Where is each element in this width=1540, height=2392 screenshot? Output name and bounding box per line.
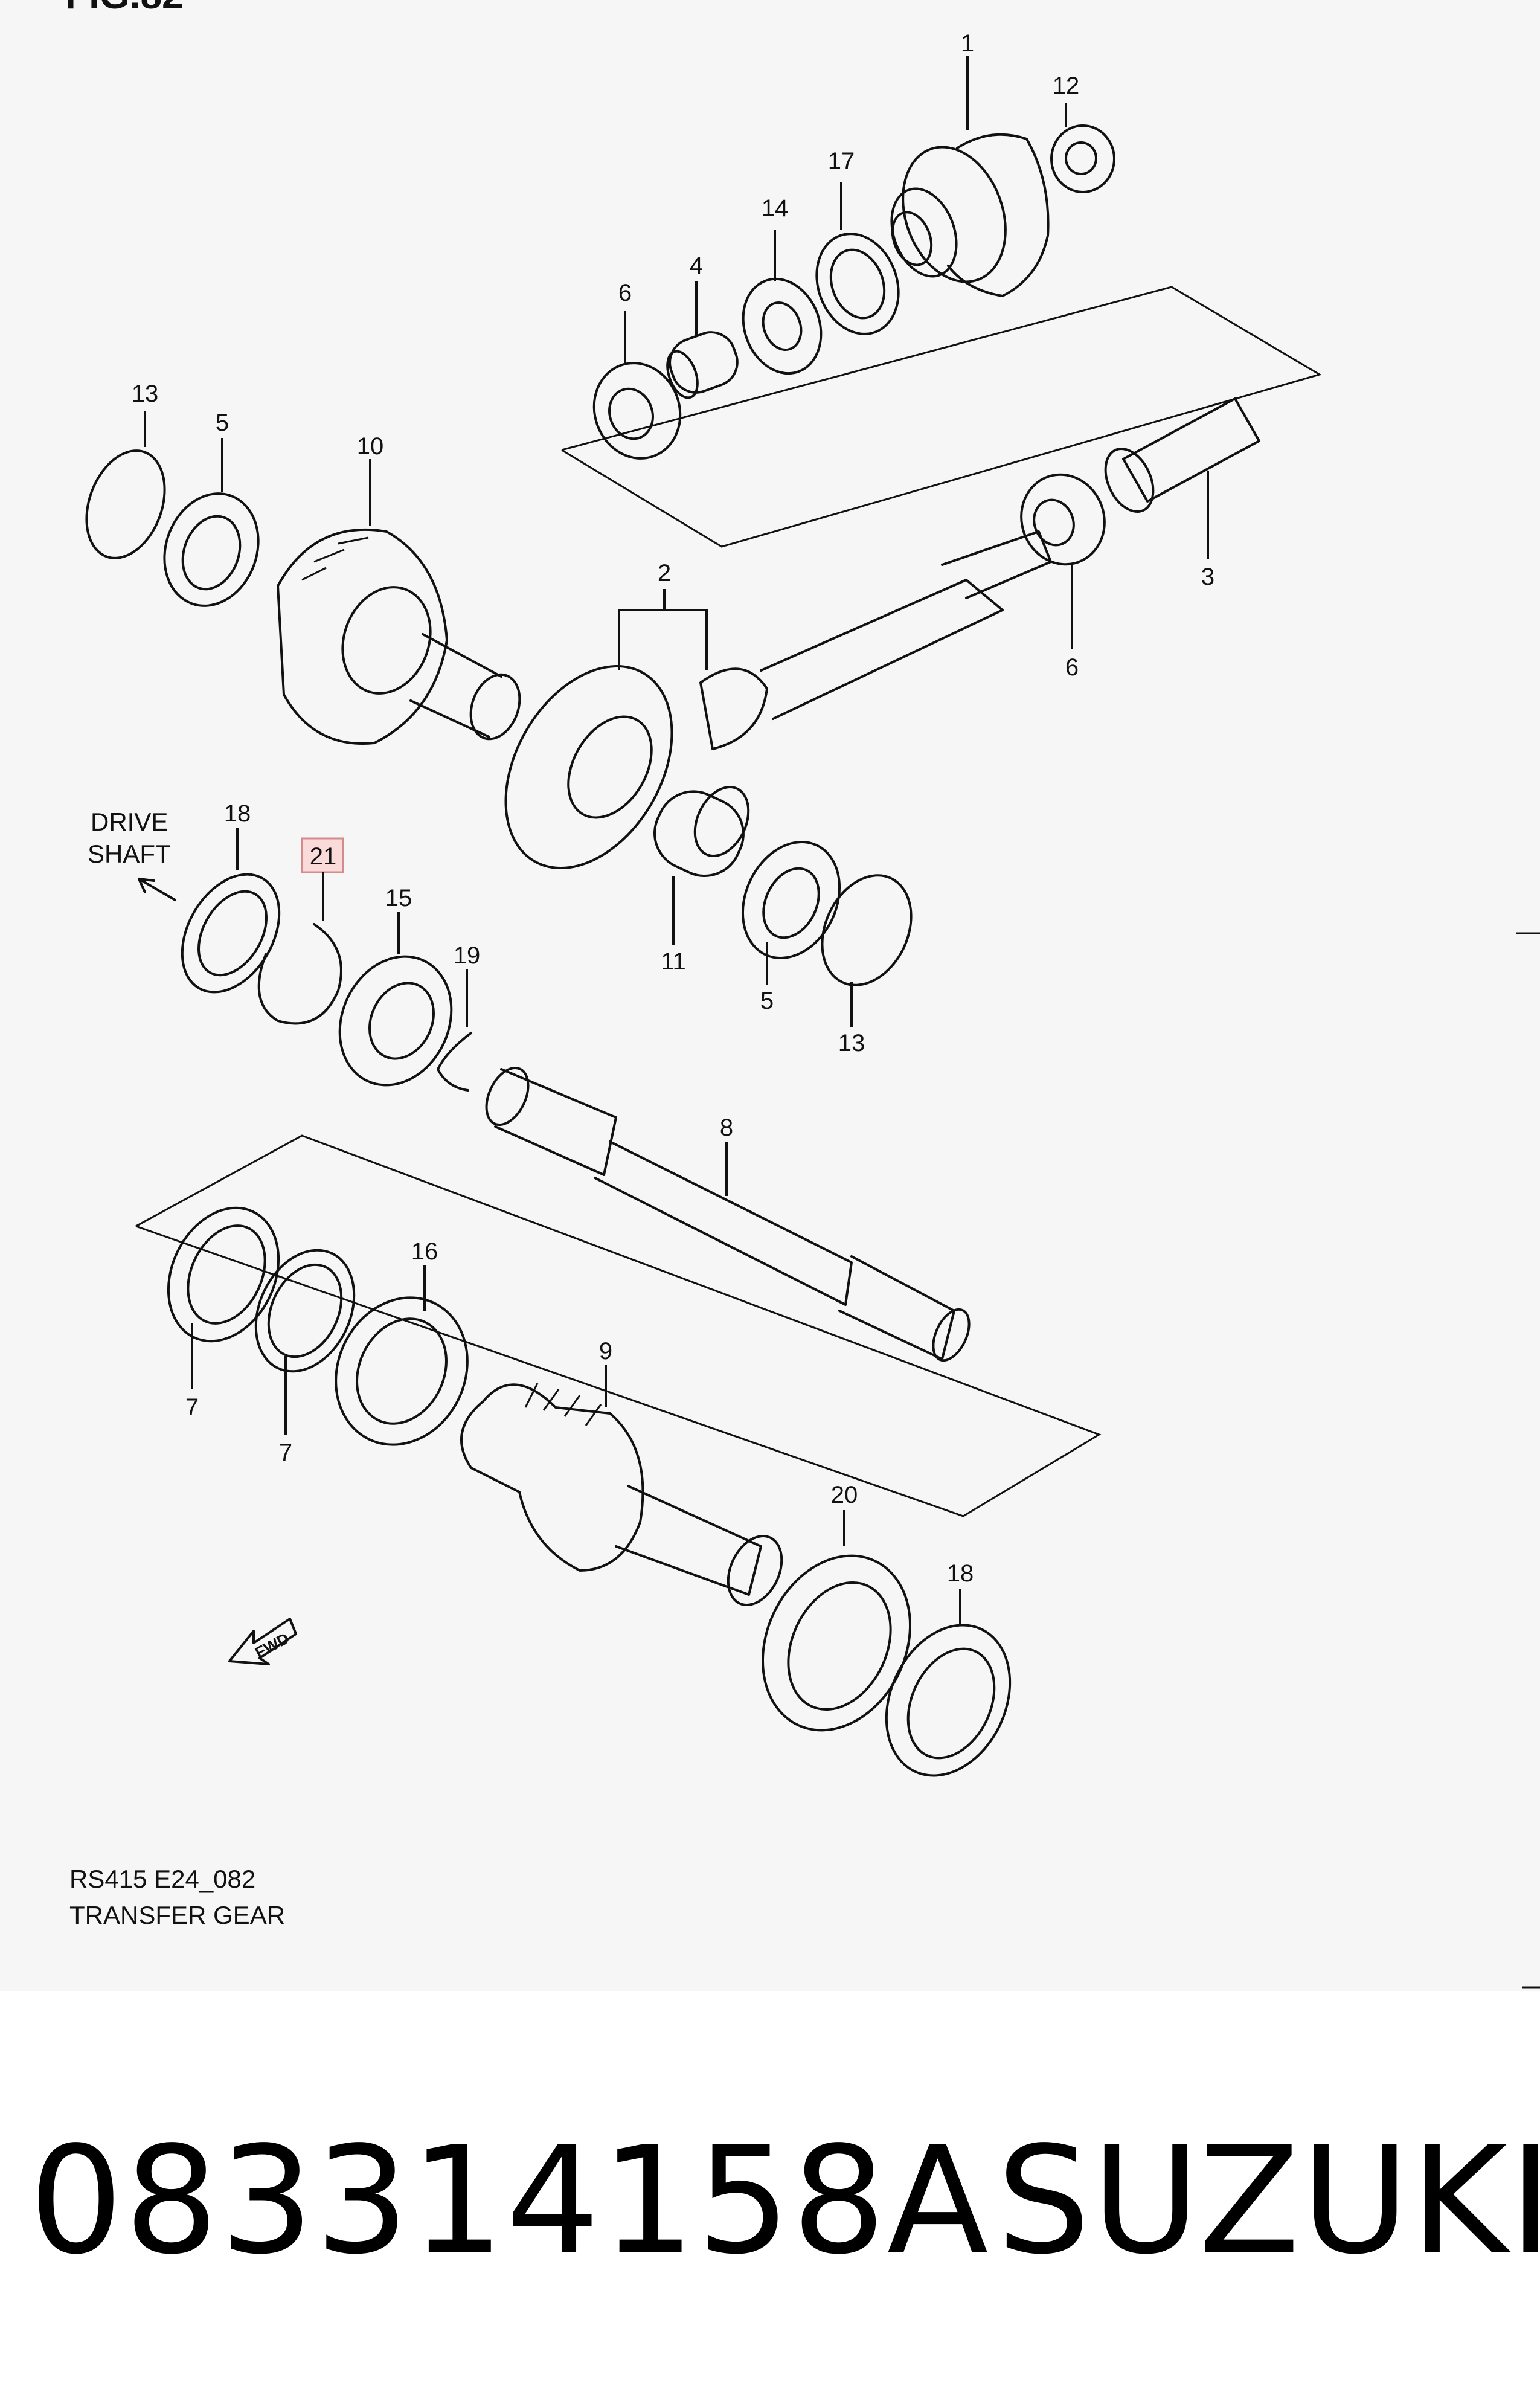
callout-6a: 6 <box>618 280 632 306</box>
footer: 083314158A SUZUKI <box>0 1991 1540 2392</box>
callout-13a: 13 <box>132 381 159 407</box>
part-7-shim-inner[interactable] <box>237 1234 373 1387</box>
exploded-parts-diagram: FIG.82 <box>65 0 1540 1989</box>
callout-15: 15 <box>385 885 412 911</box>
drive-shaft-label-line1: DRIVE <box>91 808 168 836</box>
part-15-bearing[interactable] <box>319 938 472 1104</box>
callout-2: 2 <box>658 560 671 587</box>
part-7-shim-outer[interactable] <box>147 1190 299 1359</box>
callout-13b: 13 <box>838 1030 865 1056</box>
callout-6b: 6 <box>1065 654 1079 681</box>
part-2-ring-gear-pinion[interactable] <box>472 530 1052 898</box>
part-1-case[interactable] <box>880 133 1050 297</box>
callout-16: 16 <box>411 1238 438 1265</box>
callout-10: 10 <box>357 433 384 460</box>
part-18-oil-seal-left[interactable] <box>162 857 299 1009</box>
callout-4: 4 <box>690 252 703 279</box>
callout-8: 8 <box>720 1114 733 1141</box>
callout-11: 11 <box>661 948 686 975</box>
diagram-panel: FIG.82 <box>65 0 1540 1989</box>
part-6-bearing-right[interactable] <box>1009 463 1117 576</box>
part-17-oil-seal[interactable] <box>803 222 912 346</box>
callout-18a: 18 <box>224 800 251 827</box>
part-12-nut[interactable] <box>1050 124 1115 193</box>
fwd-arrow-icon: FWD <box>228 1618 297 1665</box>
part-5-bearing-left[interactable] <box>149 480 274 619</box>
svg-text:FWD: FWD <box>252 1629 292 1662</box>
callout-20: 20 <box>831 1482 858 1508</box>
part-10-gear[interactable] <box>277 529 528 746</box>
callout-leaders <box>144 56 1209 1625</box>
part-19-snap-ring[interactable] <box>437 1032 472 1092</box>
lower-assembly-frame <box>135 1134 1102 1517</box>
part-9-bevel-gear[interactable] <box>460 1383 792 1613</box>
callout-1: 1 <box>961 30 974 57</box>
callout-3: 3 <box>1201 564 1214 590</box>
part-20-bearing-race[interactable] <box>735 1531 937 1754</box>
part-11-collar[interactable] <box>643 779 759 888</box>
callout-14: 14 <box>762 195 789 222</box>
part-13-shim-left[interactable] <box>72 440 179 569</box>
callout-7a: 7 <box>185 1394 199 1421</box>
callout-9: 9 <box>599 1338 612 1365</box>
figure-title: TRANSFER GEAR <box>69 1901 285 1929</box>
drive-shaft-label-line2: SHAFT <box>88 840 171 868</box>
brand-name: SUZUKI <box>996 2115 1540 2287</box>
drive-shaft-arrow <box>138 878 176 901</box>
highlight-box-21 <box>301 837 344 873</box>
callout-21: 21 <box>310 843 337 870</box>
part-5-bearing-lower[interactable] <box>725 826 858 974</box>
callout-7b: 7 <box>279 1439 292 1466</box>
part-13-shim-lower[interactable] <box>805 861 928 1000</box>
part-16-bearing-race[interactable] <box>312 1276 491 1466</box>
upper-assembly-frame <box>561 286 1322 548</box>
figure-code: RS415 E24_082 <box>69 1865 255 1893</box>
callout-5a: 5 <box>216 410 229 436</box>
callout-12: 12 <box>1053 72 1080 99</box>
callout-5b: 5 <box>760 988 774 1014</box>
part-3-sleeve[interactable] <box>1096 397 1260 519</box>
part-21-circlip[interactable] <box>257 923 342 1025</box>
callout-17: 17 <box>828 148 855 175</box>
callout-18b: 18 <box>947 1560 974 1587</box>
part-4-spacer[interactable] <box>662 326 744 402</box>
part-18-oil-seal-lower[interactable] <box>863 1605 1033 1796</box>
callout-19: 19 <box>454 942 481 969</box>
part-8-shaft[interactable] <box>478 1061 977 1366</box>
figure-header: FIG.82 <box>65 0 184 17</box>
part-14-bearing[interactable] <box>730 268 833 385</box>
part-6-bearing-upper[interactable] <box>581 351 693 471</box>
part-number: 083314158A <box>29 2115 990 2287</box>
